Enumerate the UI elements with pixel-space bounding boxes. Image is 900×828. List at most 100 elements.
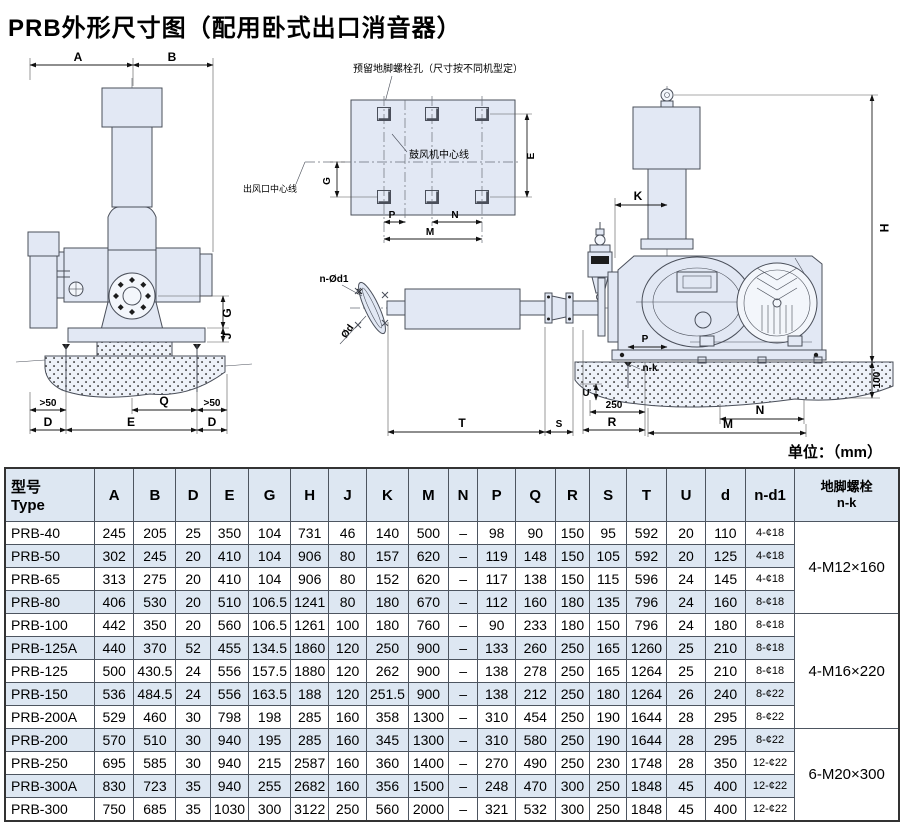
plan-dim-e: E xyxy=(526,152,537,159)
dim-label-a: A xyxy=(74,50,83,64)
dimension-cell: 406 xyxy=(93,590,135,614)
dimension-cell: 1848 xyxy=(626,797,667,822)
dimension-drawing: A B xyxy=(15,50,894,437)
model-type-cell: PRB-150 xyxy=(4,682,95,706)
dimension-cell: 20 xyxy=(175,613,211,637)
dimension-cell: 30 xyxy=(175,751,211,775)
dimension-cell: 350 xyxy=(705,751,746,775)
dimension-cell: 350 xyxy=(133,613,177,637)
dimension-cell: 250 xyxy=(554,705,591,729)
dim-label-gt50-left: >50 xyxy=(40,398,57,409)
dim-label-nk: n-k xyxy=(643,363,658,374)
dimension-cell: 278 xyxy=(514,659,556,683)
anchor-bolt-cell: 4-M16×220 xyxy=(794,613,900,729)
dimension-cell: 28 xyxy=(665,751,707,775)
dimension-cell: 240 xyxy=(705,682,746,706)
dimension-cell: 180 xyxy=(365,590,409,614)
flange-holes-label: n-Ød1 xyxy=(320,274,349,285)
dimension-cell: 345 xyxy=(365,728,409,752)
dimension-cell: 190 xyxy=(589,705,628,729)
model-type-cell: PRB-50 xyxy=(4,544,95,568)
dimension-cell: 500 xyxy=(407,521,449,545)
dimension-cell: 1264 xyxy=(626,659,667,683)
plan-dim-g: G xyxy=(322,177,333,185)
dimension-cell: 900 xyxy=(407,659,449,683)
dimension-cell: 798 xyxy=(209,705,250,729)
outlet-centerline-label: 出风口中心线 xyxy=(243,183,297,194)
column-header-n: N xyxy=(447,467,479,522)
dimension-cell: 165 xyxy=(589,636,628,660)
dimension-cell: 150 xyxy=(554,544,591,568)
dimension-cell: 24 xyxy=(665,613,707,637)
dimension-cell: 180 xyxy=(554,590,591,614)
column-header-d: D xyxy=(175,467,211,522)
dimension-cell: 1848 xyxy=(626,774,667,798)
nd1-cell: 4-¢18 xyxy=(744,544,796,568)
dimension-cell: 275 xyxy=(133,567,177,591)
dimension-cell: 188 xyxy=(290,682,330,706)
dimension-cell: 3122 xyxy=(290,797,330,822)
dimension-cell: 80 xyxy=(328,567,367,591)
dimension-cell: 356 xyxy=(365,774,409,798)
dimension-cell: 270 xyxy=(477,751,516,775)
model-type-cell: PRB-100 xyxy=(4,613,95,637)
dimension-cell: 2000 xyxy=(407,797,449,822)
dim-label-b: B xyxy=(168,50,177,64)
dimension-cell: 262 xyxy=(365,659,409,683)
column-header-b: B xyxy=(133,467,177,522)
dimension-cell: – xyxy=(447,636,479,660)
dimension-cell: 138 xyxy=(477,682,516,706)
dimension-cell: 24 xyxy=(665,590,707,614)
dimension-cell: 695 xyxy=(93,751,135,775)
dimension-cell: 454 xyxy=(514,705,556,729)
dimension-cell: 180 xyxy=(705,613,746,637)
dimension-cell: 233 xyxy=(514,613,556,637)
dimension-cell: 135 xyxy=(589,590,628,614)
dim-label-r: R xyxy=(608,415,617,429)
dimension-cell: 245 xyxy=(133,544,177,568)
column-header-s: S xyxy=(589,467,628,522)
model-type-cell: PRB-300A xyxy=(4,774,95,798)
dim-label-e: E xyxy=(127,415,135,429)
outlet-silencer: n-Ød1 Ød T S xyxy=(320,222,620,436)
blower-centerline-label: 鼓风机中心线 xyxy=(409,148,469,161)
dimension-cell: 157.5 xyxy=(248,659,292,683)
dimension-cell: 906 xyxy=(290,544,330,568)
nd1-cell: 4-¢18 xyxy=(744,567,796,591)
dimension-cell: 148 xyxy=(514,544,556,568)
anchor-bolt-cell: 4-M12×160 xyxy=(794,521,900,614)
dim-label-d-right: D xyxy=(208,415,217,429)
dimension-cell: 90 xyxy=(477,613,516,637)
page-title: PRB外形尺寸图（配用卧式出口消音器） xyxy=(8,15,462,42)
dimension-cell: 1264 xyxy=(626,682,667,706)
column-header-u: U xyxy=(665,467,707,522)
dimension-cell: 470 xyxy=(514,774,556,798)
dimension-cell: 104 xyxy=(248,567,292,591)
dimension-cell: 119 xyxy=(477,544,516,568)
dimension-cell: 313 xyxy=(93,567,135,591)
dimension-cell: 250 xyxy=(554,682,591,706)
column-header-p: P xyxy=(477,467,516,522)
dimension-cell: 165 xyxy=(589,659,628,683)
dimension-cell: 28 xyxy=(665,728,707,752)
dimension-cell: 685 xyxy=(133,797,177,822)
dimension-cell: 24 xyxy=(175,682,211,706)
dimension-cell: 52 xyxy=(175,636,211,660)
dimension-cell: 620 xyxy=(407,544,449,568)
anchor-bolt-holes xyxy=(377,107,489,204)
model-type-cell: PRB-125 xyxy=(4,659,95,683)
nd1-cell: 8-¢22 xyxy=(744,728,796,752)
dimension-cell: 145 xyxy=(705,567,746,591)
nd1-cell: 12-¢22 xyxy=(744,797,796,822)
dimension-cell: 906 xyxy=(290,567,330,591)
dim-label-h: H xyxy=(877,224,891,233)
dimension-cell: 1644 xyxy=(626,705,667,729)
column-header-q: Q xyxy=(514,467,556,522)
dimension-cell: – xyxy=(447,613,479,637)
column-header-j: J xyxy=(328,467,367,522)
